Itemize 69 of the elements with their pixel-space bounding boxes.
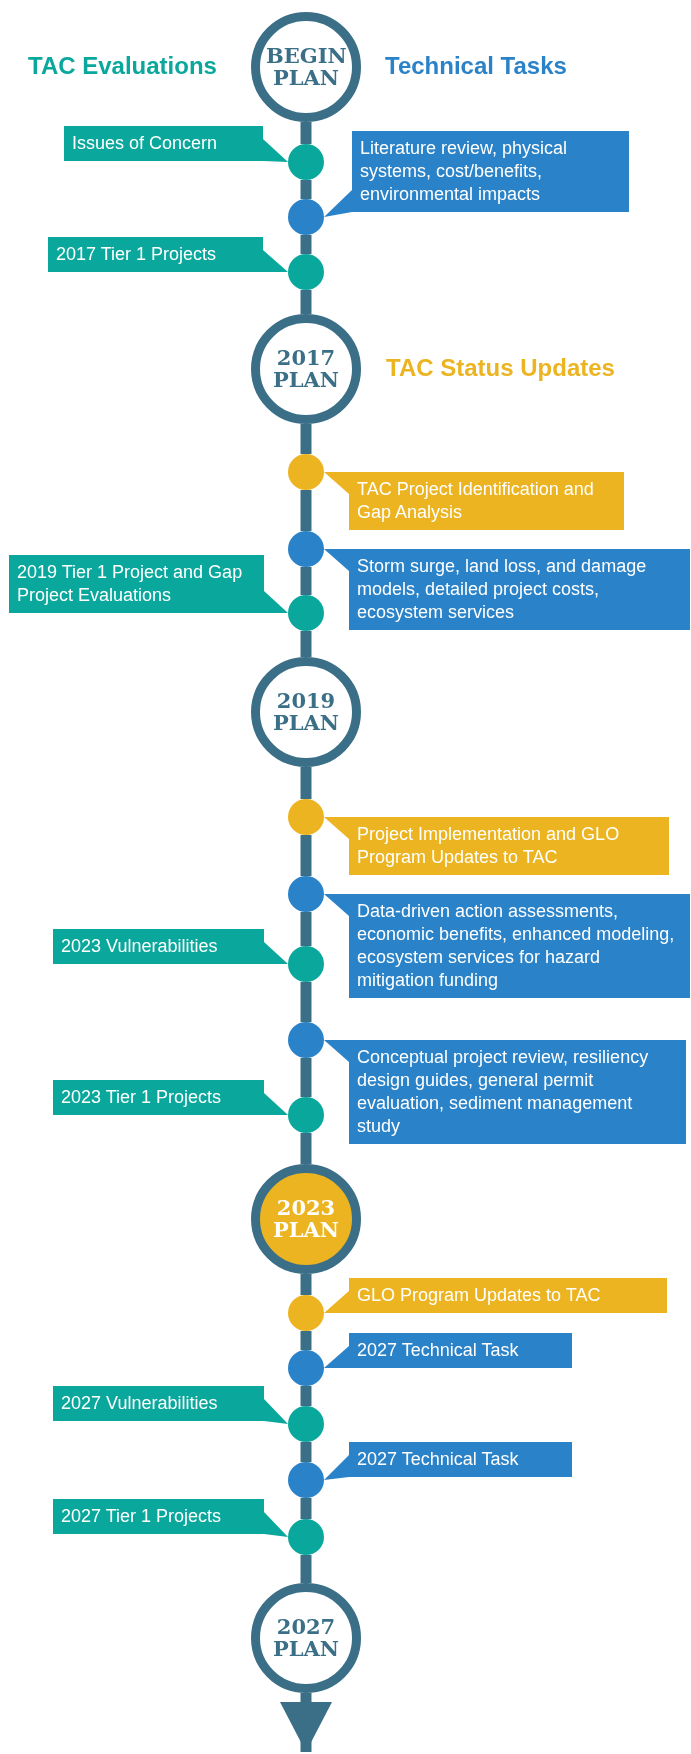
callout-text: 2027 Tier 1 Projects — [61, 1505, 223, 1528]
timeline-line — [300, 1133, 312, 1164]
timeline-line — [300, 235, 312, 254]
milestone-label: BEGIN PLAN — [266, 44, 346, 90]
callout-text: TAC Project Identification and Gap Analysis — [357, 478, 595, 525]
column-heading: Technical Tasks — [385, 52, 567, 80]
callout-text: 2017 Tier 1 Projects — [56, 243, 218, 266]
timeline-line — [300, 767, 312, 799]
callout-box — [9, 555, 264, 614]
callout-pointer — [324, 1346, 349, 1369]
callout-pointer — [264, 1399, 288, 1424]
callout-box — [349, 817, 669, 876]
callout-pointer — [324, 1040, 349, 1062]
timeline-line — [300, 1555, 312, 1583]
column-heading: TAC Evaluations — [28, 52, 217, 80]
callout-text: 2027 Technical Task — [357, 1339, 520, 1362]
callout-pointer — [324, 549, 349, 571]
callout-pointer — [324, 472, 349, 494]
callout-pointer — [264, 942, 288, 965]
milestone-label: 2023 PLAN — [271, 1196, 340, 1242]
callout-text: Literature review, physical systems, cost/benefits, environmental impacts — [360, 137, 569, 207]
timeline-line — [300, 1058, 312, 1097]
column-heading: TAC Status Updates — [386, 354, 615, 382]
timeline-line — [300, 180, 312, 199]
callout-pointer — [324, 190, 352, 217]
callout-pointer — [264, 1093, 288, 1116]
milestone-label: 2017 PLAN — [271, 346, 340, 392]
callout-box — [349, 1040, 686, 1145]
timeline-line — [300, 1498, 312, 1519]
callout-text: 2027 Technical Task — [357, 1448, 520, 1471]
timeline-line — [300, 631, 312, 657]
timeline-line — [300, 567, 312, 595]
callout-box — [349, 549, 690, 631]
timeline-line — [300, 424, 312, 454]
callout-pointer — [324, 894, 349, 916]
callout-box — [349, 894, 690, 999]
timeline-line — [300, 835, 312, 876]
callout-text: 2019 Tier 1 Project and Gap Project Evaluations — [17, 561, 244, 608]
callout-text: Issues of Concern — [72, 132, 219, 155]
callout-text: GLO Program Updates to TAC — [357, 1284, 602, 1307]
callout-text: Storm surge, land loss, and damage models, detailed project costs, ecosystem services — [357, 555, 648, 625]
callout-box — [352, 131, 629, 213]
callout-text: Conceptual project review, resiliency design guides, general permit evaluation, sediment management study — [357, 1046, 650, 1139]
timeline-line — [300, 1331, 312, 1350]
timeline-line — [300, 912, 312, 946]
callout-text: Project Implementation and GLO Program Updates to TAC — [357, 823, 621, 870]
callout-pointer — [324, 817, 349, 839]
callout-pointer — [324, 1455, 349, 1480]
callout-text: Data-driven action assessments, economic benefits, enhanced modeling, ecosystem services for hazard mitigation funding — [357, 900, 676, 993]
callout-pointer — [324, 1291, 349, 1314]
timeline-line — [300, 290, 312, 314]
callout-text: 2023 Vulnerabilities — [61, 935, 219, 958]
timeline-line — [300, 490, 312, 531]
timeline-line — [300, 122, 312, 144]
timeline-line — [300, 1442, 312, 1462]
callout-box — [349, 472, 624, 531]
callout-pointer — [264, 1512, 288, 1537]
callout-pointer — [263, 139, 288, 162]
callout-pointer — [264, 591, 288, 614]
callout-text: 2027 Vulnerabilities — [61, 1392, 219, 1415]
milestone-label: 2019 PLAN — [271, 689, 340, 735]
timeline-line — [300, 1274, 312, 1295]
timeline-dot — [288, 199, 324, 235]
callout-text: 2023 Tier 1 Projects — [61, 1086, 223, 1109]
timeline-arrow — [280, 1693, 332, 1752]
callout-pointer — [263, 250, 288, 273]
milestone-label: 2027 PLAN — [271, 1615, 340, 1661]
timeline-line — [300, 1386, 312, 1406]
timeline-line — [300, 982, 312, 1022]
